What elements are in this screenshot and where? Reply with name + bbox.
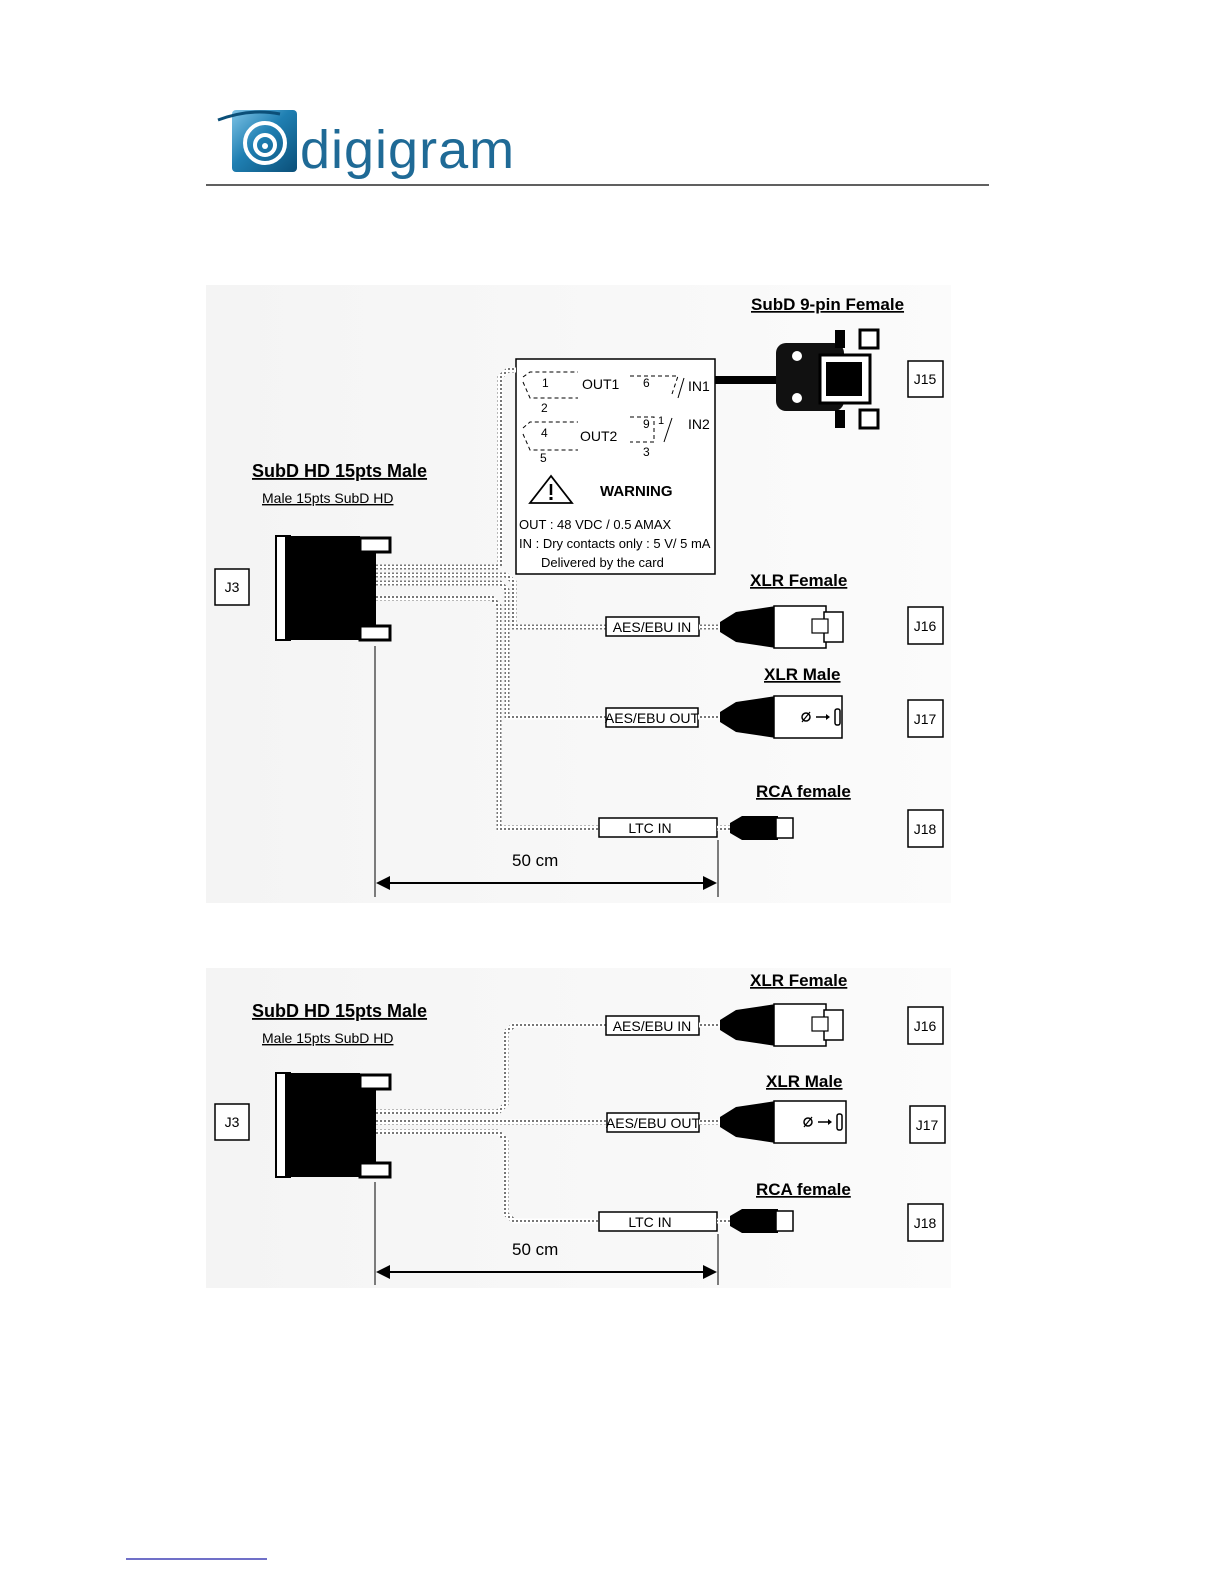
subdhd-subtitle: Male 15pts SubD HD xyxy=(262,490,394,506)
j18-box xyxy=(907,809,944,848)
j3-label: J3 xyxy=(225,579,240,595)
subd9-label: SubD 9-pin Female xyxy=(751,295,904,314)
in2-switch xyxy=(630,416,655,443)
aes-in-label: AES/EBU IN xyxy=(613,619,692,635)
length-label: 50 cm xyxy=(512,851,558,870)
diagram-2: XLR Female SubD HD 15pts Male Male 15pts… xyxy=(206,968,951,1288)
j16-box xyxy=(907,606,944,645)
ltc-in-label: LTC IN xyxy=(628,820,671,836)
j16-box-2 xyxy=(907,1006,944,1045)
warning-line-1: OUT : 48 VDC / 0.5 AMAX xyxy=(519,517,672,532)
subdhd-subtitle-2: Male 15pts SubD HD xyxy=(262,1030,394,1046)
j17-label-2: J17 xyxy=(916,1117,939,1133)
xlr-male-connector-icon xyxy=(720,695,843,739)
aes-out-label-2: AES/EBU OUT xyxy=(606,1115,701,1131)
j17-box xyxy=(907,699,944,738)
in1-label: IN1 xyxy=(688,378,710,394)
pin-1b: 1 xyxy=(658,415,664,427)
cable-bundle-2 xyxy=(376,1022,606,1224)
logo-swoosh xyxy=(217,110,281,122)
j16-label-2: J16 xyxy=(914,1018,937,1034)
j16-label: J16 xyxy=(914,618,937,634)
out2-label: OUT2 xyxy=(580,428,618,444)
pin-5: 5 xyxy=(540,451,547,465)
pin-2: 2 xyxy=(541,401,548,415)
rca-female-connector-icon xyxy=(730,816,794,840)
subdhd-title-2: SubD HD 15pts Male xyxy=(252,1001,427,1021)
length-label-2: 50 cm xyxy=(512,1240,558,1259)
out1-switch-bottom xyxy=(522,381,578,399)
dimension-arrow-left-icon xyxy=(376,876,390,890)
logo-spiral-inner xyxy=(253,133,277,157)
digigram-logo: digigram xyxy=(217,110,515,180)
j15-box xyxy=(907,360,944,398)
out2-switch-bottom xyxy=(522,433,578,451)
j17-label: J17 xyxy=(914,711,937,727)
xlr-female-label-2: XLR Female xyxy=(750,971,847,990)
warning-box-frame xyxy=(515,358,716,575)
xlr-male-label: XLR Male xyxy=(764,665,841,684)
pin-3: 3 xyxy=(643,445,650,459)
aes-out-label: AES/EBU OUT xyxy=(605,710,700,726)
warning-title: WARNING xyxy=(600,483,673,500)
aes-in-label-2: AES/EBU IN xyxy=(613,1018,692,1034)
logo-spiral-outer xyxy=(243,121,287,165)
rca-female-label: RCA female xyxy=(756,782,851,801)
dimension-arrow-right-icon-2 xyxy=(703,1265,717,1279)
in2-label: IN2 xyxy=(688,416,710,432)
xlr-male-connector-icon-2 xyxy=(720,1100,847,1144)
in1-switch-blade xyxy=(677,377,685,399)
out1-switch-top xyxy=(522,371,578,378)
dimension-arrow-right-icon xyxy=(703,876,717,890)
j3-box xyxy=(214,568,250,606)
j3-box-2 xyxy=(214,1103,250,1141)
rca-female-label-2: RCA female xyxy=(756,1180,851,1199)
subd9-connector-icon xyxy=(776,328,880,430)
out2-switch-top xyxy=(522,421,578,429)
warning-line-2: IN : Dry contacts only : 5 V/ 5 mA xyxy=(519,536,711,551)
pin-6: 6 xyxy=(643,376,650,390)
j18-box-2 xyxy=(907,1203,944,1242)
warning-box: 1 2 OUT1 6 IN1 4 5 OUT2 9 1 3 IN2 xyxy=(515,358,716,575)
warning-line-3: Delivered by the card xyxy=(541,555,664,570)
in1-switch xyxy=(630,375,679,395)
subdhd-title: SubD HD 15pts Male xyxy=(252,461,427,481)
pin-9: 9 xyxy=(643,417,650,431)
rca-female-connector-icon-2 xyxy=(730,1209,794,1233)
xlr-female-label: XLR Female xyxy=(750,571,847,590)
xlr-male-label-2: XLR Male xyxy=(766,1072,843,1091)
j15-label: J15 xyxy=(914,371,937,387)
j18-label: J18 xyxy=(914,821,937,837)
dimension-arrow-left-icon-2 xyxy=(376,1265,390,1279)
cable-to-box-left xyxy=(497,367,516,566)
pin-1: 1 xyxy=(542,376,549,390)
j3-label-2: J3 xyxy=(225,1114,240,1130)
pin-4: 4 xyxy=(541,426,548,440)
subdhd-connector-icon-2 xyxy=(275,1072,392,1179)
ltc-in-label-2: LTC IN xyxy=(628,1214,671,1230)
in2-switch-blade xyxy=(663,417,673,443)
out1-label: OUT1 xyxy=(582,376,620,392)
subdhd-connector-icon xyxy=(275,535,392,642)
xlr-female-connector-icon-2 xyxy=(720,1003,844,1047)
logo-spiral-dot xyxy=(262,143,268,149)
warning-icon xyxy=(528,474,574,504)
logo-wordmark: digigram xyxy=(300,120,515,180)
diagram-1: SubD 9-pin Female 1 2 OUT1 6 IN1 4 5 OUT… xyxy=(206,285,951,903)
xlr-female-connector-icon xyxy=(720,605,844,649)
j17-box-2 xyxy=(909,1105,946,1144)
j18-label-2: J18 xyxy=(914,1215,937,1231)
